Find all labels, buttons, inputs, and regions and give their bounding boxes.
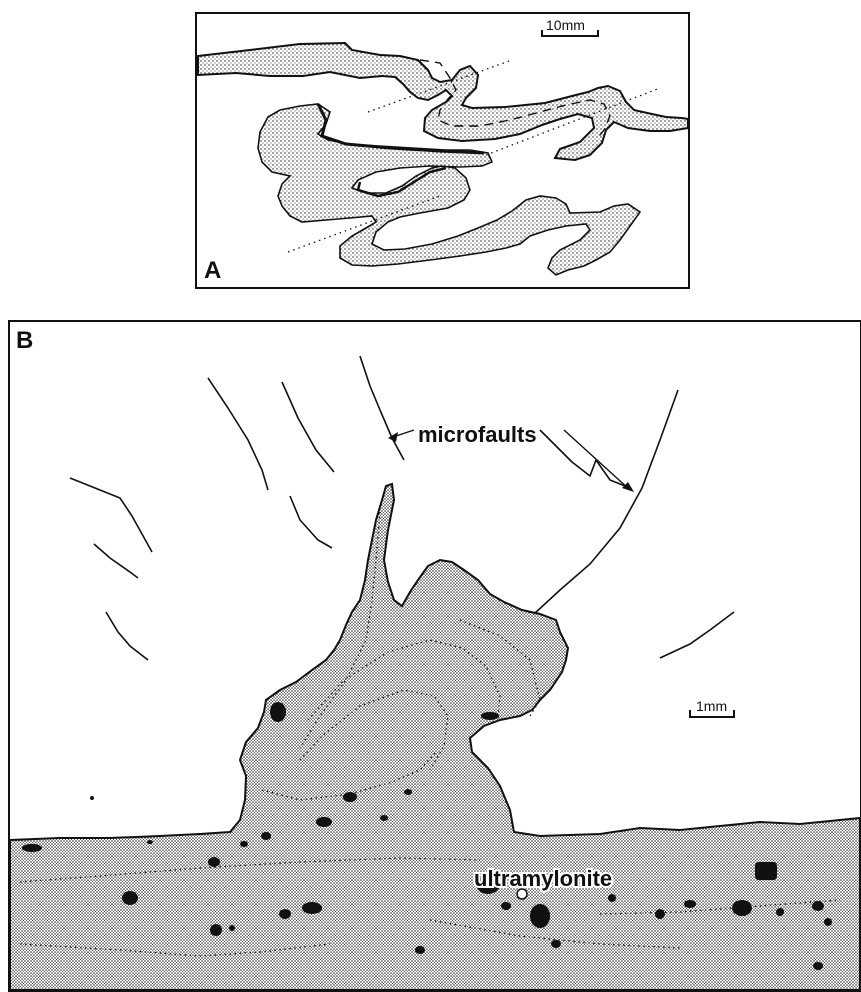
panel-b: microfaults ultramylonite 1mm B [9,321,861,991]
panel-a: 10mm A [196,13,689,288]
panel-label-b: B [16,327,33,354]
label-microfaults: microfaults [418,422,537,447]
label-ultramylonite: ultramylonite [474,866,612,891]
panel-label-a: A [204,257,221,284]
scale-label-a: 10mm [546,17,585,33]
scale-label-b: 1mm [696,698,727,714]
